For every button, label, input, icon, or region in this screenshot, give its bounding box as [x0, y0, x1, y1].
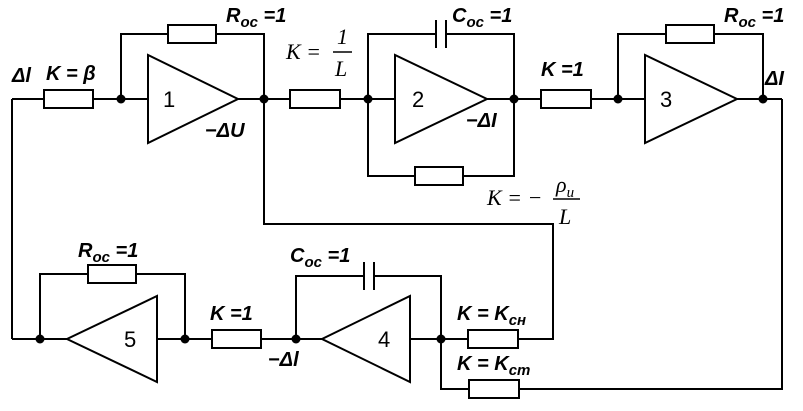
resistor-k-1-bottom — [211, 329, 262, 349]
amplifier-4-number: 4 — [378, 327, 390, 352]
wire-amp2-cap-right — [446, 33, 515, 99]
svg-text:L: L — [334, 56, 347, 81]
amplifier-3-number: 3 — [660, 87, 672, 112]
wire-minus-du-down — [263, 99, 554, 340]
capacitor-c-oc-4 — [363, 262, 375, 290]
svg-text:1: 1 — [337, 24, 348, 49]
label-minus-delta-i: −ΔI — [466, 110, 497, 132]
resistor-r-oc-5 — [87, 264, 137, 284]
svg-text:K =: K = — [285, 39, 321, 64]
svg-text:L: L — [558, 204, 571, 229]
junction-amp2-in — [363, 94, 373, 104]
amplifier-1: 1 — [147, 53, 241, 145]
amplifier-4: 4 — [319, 294, 411, 384]
resistor-k-cst — [468, 379, 520, 399]
junction-amp1-in — [116, 94, 126, 104]
label-k-csn: K = Kсн — [457, 303, 526, 329]
wire-kst-left — [440, 339, 469, 390]
junction-amp4-out — [291, 334, 301, 344]
wire-amp4-cap-left — [295, 275, 364, 339]
amplifier-3: 3 — [644, 53, 740, 145]
wire-amp3-feedback-right — [714, 33, 764, 99]
label-c-oc-2: Coc =1 — [452, 5, 512, 31]
amplifier-2: 2 — [394, 53, 490, 145]
amplifier-1-number: 1 — [163, 87, 175, 112]
label-k-beta: K = β — [46, 63, 96, 85]
label-k-rho-over-l: K = − ρu L — [486, 172, 580, 229]
wire-amp2-res-left — [367, 99, 415, 177]
wires — [11, 33, 783, 390]
wire-delta-i-down — [519, 99, 783, 390]
wire-amp5-feedback-right — [136, 273, 186, 339]
junction-amp3-out — [758, 94, 768, 104]
resistors — [43, 24, 715, 399]
label-k-1-over-l: K = 1 L — [285, 24, 352, 81]
svg-text:K = −: K = − — [486, 185, 542, 210]
wire-amp1-feedback — [120, 33, 168, 99]
resistor-k-csn — [467, 329, 519, 349]
junction-amp5-out — [35, 334, 45, 344]
junction-amp1-out — [259, 94, 269, 104]
wire-amp3-feedback — [617, 33, 666, 99]
label-delta-l-left: Δl — [11, 65, 31, 87]
wire-amp1-feedback-right — [216, 33, 265, 99]
capacitors — [363, 20, 447, 290]
label-delta-i-right: ΔI — [764, 68, 784, 90]
capacitor-c-oc-2 — [435, 20, 447, 48]
label-r-oc-5: Roc =1 — [78, 240, 138, 266]
junction-amp4-in — [436, 334, 446, 344]
junction-amp2-out — [509, 94, 519, 104]
junction-amp3-in — [613, 94, 623, 104]
label-minus-delta-u: −ΔU — [205, 120, 245, 142]
wire-amp2-cap-left — [367, 33, 436, 99]
amplifier-5: 5 — [64, 294, 158, 384]
label-minus-delta-l: −Δl — [268, 349, 299, 371]
amplifier-5-number: 5 — [124, 327, 136, 352]
resistor-k-1-over-l — [289, 89, 341, 109]
resistor-k-beta — [43, 89, 94, 109]
resistor-k-rho-over-l — [414, 166, 464, 186]
resistor-k-1-top — [540, 89, 592, 109]
junctions — [35, 94, 768, 344]
wire-amp2-res-right — [463, 99, 515, 177]
amplifier-2-number: 2 — [412, 87, 424, 112]
label-k-cst: K = Kст — [457, 353, 530, 379]
junction-amp5-in — [180, 334, 190, 344]
label-k-1-bottom: K =1 — [210, 303, 253, 325]
label-r-oc-1: Roc =1 — [226, 5, 286, 31]
label-k-1-top: K =1 — [541, 59, 584, 81]
resistor-r-oc-1 — [167, 24, 217, 44]
label-c-oc-4: Coc =1 — [290, 245, 350, 271]
wire-amp4-cap-right — [374, 275, 442, 339]
svg-text:ρu: ρu — [555, 172, 574, 201]
wire-amp5-feedback-left — [39, 273, 88, 339]
labels: Roc =1 Coc =1 Roc =1 Roc =1 Coc =1 K = β… — [11, 5, 784, 379]
label-r-oc-3: Roc =1 — [724, 5, 784, 31]
amplifiers: 1 2 3 4 5 — [64, 53, 740, 384]
resistor-r-oc-3 — [665, 24, 715, 44]
